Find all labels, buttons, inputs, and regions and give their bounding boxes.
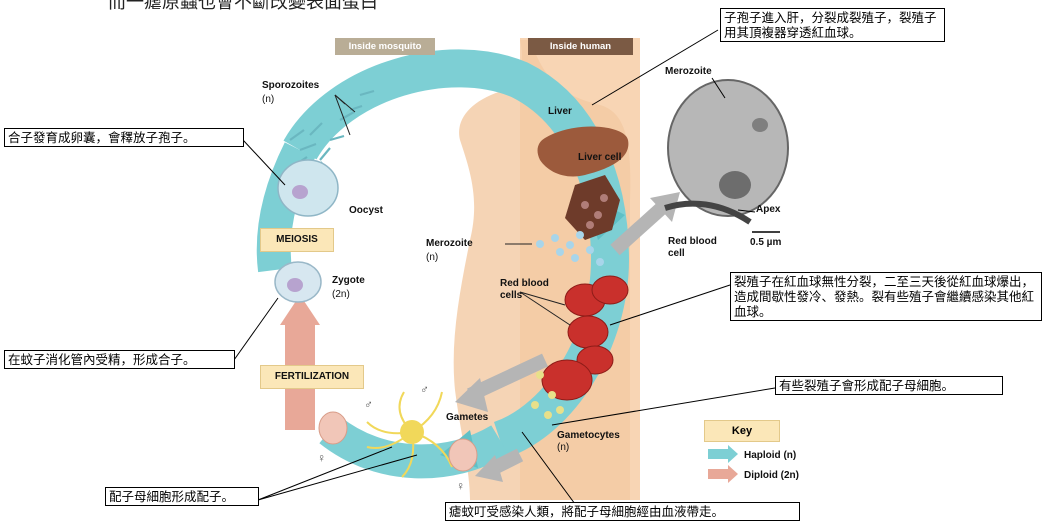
oocyst-nucleus — [292, 185, 308, 199]
label-zygote-ploidy: (2n) — [332, 289, 350, 301]
note-liver: 子孢子進入肝，分裂成裂殖子，裂殖子用其頂複器穿透紅血球。 — [720, 8, 945, 42]
note-oocyst: 合子發育成卵囊，會釋放子孢子。 — [4, 128, 244, 147]
fertilization-box: FERTILIZATION — [260, 365, 364, 389]
female-gamete-left — [319, 412, 347, 444]
female-symbol-right: ♀ — [456, 480, 465, 492]
note-zygote: 在蚊子消化管內受精，形成合子。 — [4, 350, 235, 369]
male-symbol-right: ♂ — [420, 383, 429, 395]
label-red-blood-cells-1: Red blood — [500, 278, 549, 290]
label-micro-merozoite: Merozoite — [665, 66, 712, 78]
label-sporozoites-ploidy: (n) — [262, 94, 274, 106]
oocyst-cell — [278, 160, 338, 216]
label-red-blood-cells-2: cells — [500, 290, 522, 302]
male-symbol-left: ♂ — [364, 398, 373, 410]
meiosis-box: MEIOSIS — [260, 228, 334, 252]
label-merozoite-ploidy: (n) — [426, 252, 438, 264]
label-zygote: Zygote — [332, 275, 365, 287]
key-haploid-label: Haploid (n) — [744, 450, 796, 462]
tab-inside-mosquito: Inside mosquito — [335, 38, 435, 55]
note-rbc: 裂殖子在紅血球無性分裂，二至三天後從紅血球爆出，造成間歇性發冷、發熱。裂有些殖子… — [730, 272, 1042, 321]
tab-inside-human: Inside human — [528, 38, 633, 55]
label-liver: Liver — [548, 106, 572, 118]
label-micro-rbc-2: cell — [668, 248, 685, 260]
note-bite: 瘧蚊叮受感染人類，將配子母細胞經由血液帶走。 — [445, 502, 800, 521]
label-gametocytes-ploidy: (n) — [557, 442, 569, 454]
label-scale: 0.5 µm — [750, 237, 781, 249]
note-gamete: 配子母細胞形成配子。 — [105, 487, 259, 506]
label-liver-cell: Liver cell — [578, 152, 621, 164]
female-gamete-right — [449, 439, 477, 471]
label-micro-rbc-1: Red blood — [668, 236, 717, 248]
label-gametocytes: Gametocytes — [557, 430, 620, 442]
label-micro-apex: Apex — [756, 204, 780, 216]
zygote-nucleus — [287, 278, 303, 292]
female-symbol-left: ♀ — [317, 452, 326, 464]
micrograph-organelle — [752, 118, 768, 132]
key-diploid-label: Diploid (2n) — [744, 470, 799, 482]
label-merozoite: Merozoite — [426, 238, 473, 250]
note-gametocyte: 有些裂殖子會形成配子母細胞。 — [775, 376, 1003, 395]
key-title: Key — [704, 420, 780, 442]
micrograph-dark-body — [719, 171, 751, 199]
label-sporozoites: Sporozoites — [262, 80, 319, 92]
key-legend: Key Haploid (n) Diploid (2n) — [700, 420, 810, 490]
label-gametes: Gametes — [446, 412, 488, 424]
label-oocyst: Oocyst — [349, 205, 383, 217]
